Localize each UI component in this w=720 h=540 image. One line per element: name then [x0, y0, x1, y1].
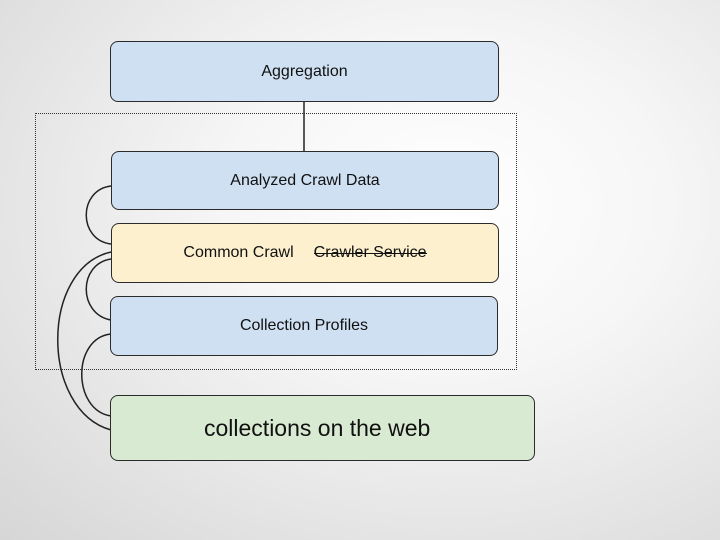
collection-profiles-label: Collection Profiles	[239, 317, 369, 334]
collection-profiles-box: Collection Profiles	[110, 296, 498, 356]
analyzed-crawl-data-label: Analyzed Crawl Data	[230, 171, 380, 189]
dotted-group-boundary	[35, 113, 517, 370]
common-to-web-arc	[57, 251, 112, 431]
common-crawl-box: Common Crawl Crawler Service	[111, 223, 499, 283]
crawler-service-label: Crawler Service	[313, 244, 427, 261]
analyzed-to-common-arc	[85, 185, 112, 245]
collections-on-web-label: collections on the web	[204, 414, 431, 441]
collections-on-web-box: collections on the web	[110, 395, 535, 461]
profiles-to-web-arc	[81, 333, 112, 417]
aggregation-box: Aggregation	[110, 41, 499, 102]
common-crawl-label: Common Crawl	[183, 244, 294, 261]
common-to-profiles-arc	[85, 258, 112, 321]
aggregation-label: Aggregation	[261, 62, 348, 80]
analyzed-crawl-data-box: Analyzed Crawl Data	[111, 151, 499, 210]
